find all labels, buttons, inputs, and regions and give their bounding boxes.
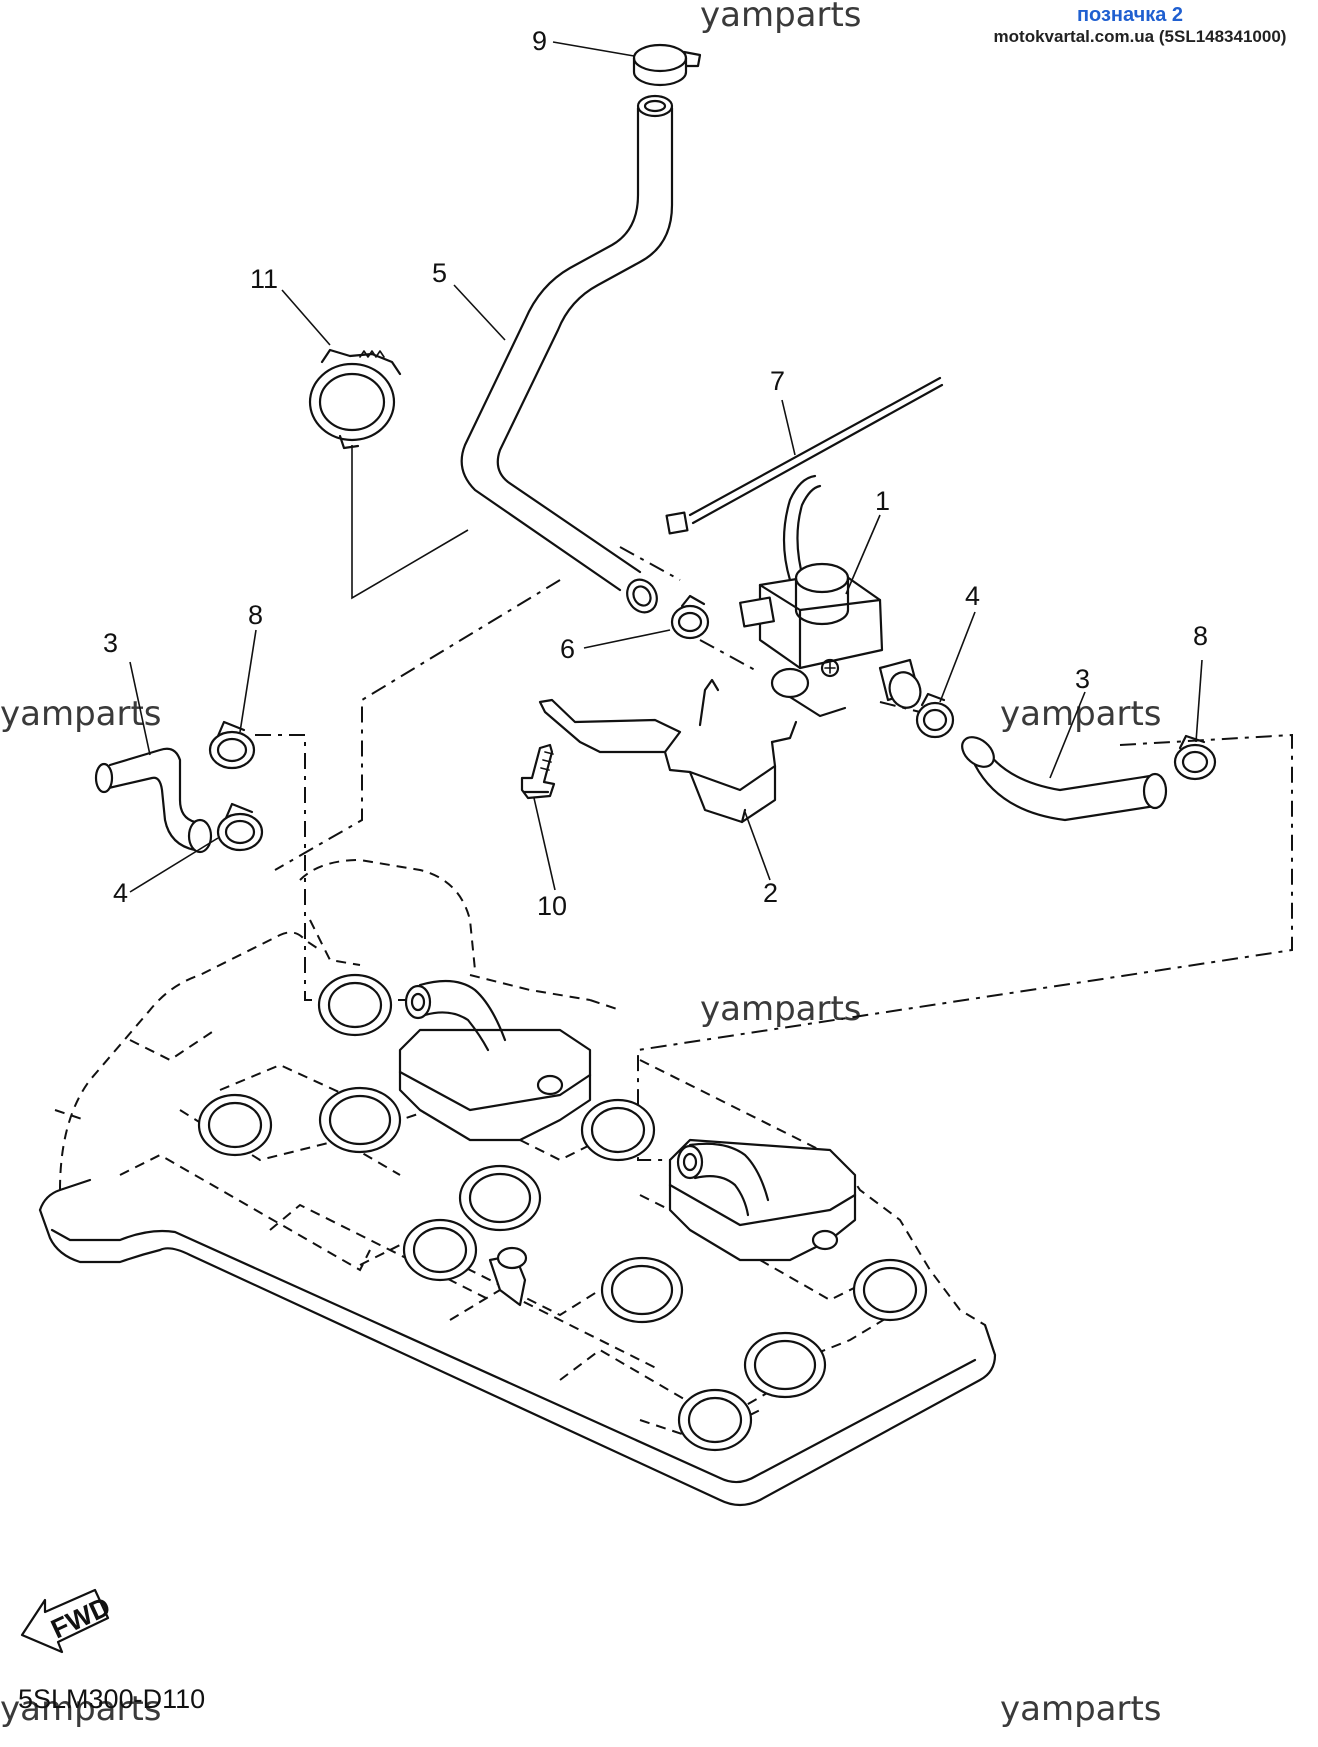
part-1-air-cut-valve — [739, 474, 922, 718]
callout-3-right: 3 — [1075, 664, 1090, 694]
watermark: yamparts — [700, 0, 862, 35]
callout-7: 7 — [770, 366, 785, 396]
part-8-hose-clip-right — [1173, 734, 1217, 781]
callout-4-left: 4 — [113, 878, 128, 908]
callout-8-left: 8 — [248, 600, 263, 630]
part-3-hose-right — [961, 736, 1168, 822]
watermark: yamparts — [0, 1689, 162, 1729]
callout-4-right: 4 — [965, 581, 980, 611]
watermark: yamparts — [1000, 694, 1162, 734]
part-4-hose-clip-left — [216, 802, 264, 852]
part-9-hose-clip — [632, 43, 702, 87]
callout-1: 1 — [875, 486, 890, 516]
callout-9: 9 — [532, 26, 547, 56]
part-10-bolt — [520, 743, 556, 800]
forward-direction-arrow: FWD — [20, 1588, 115, 1654]
callout-2: 2 — [763, 878, 778, 908]
header-site-reference: motokvartal.com.ua (5SL148341000) — [993, 27, 1287, 46]
callout-5: 5 — [432, 258, 447, 288]
part-7-cable-tie — [665, 376, 944, 535]
part-3-hose-left — [94, 747, 213, 854]
callout-8-right: 8 — [1193, 621, 1208, 651]
callout-3-left: 3 — [103, 628, 118, 658]
header-label: позначка 2 — [1076, 4, 1184, 26]
cylinder-head-cover — [38, 858, 997, 1507]
callout-numbers: 9 5 11 7 1 4 6 3 8 3 8 4 2 10 — [103, 26, 1208, 921]
callout-10: 10 — [537, 891, 567, 921]
part-6-hose-clip — [670, 594, 710, 640]
part-2-bracket — [538, 678, 798, 824]
part-8-hose-clip-left — [208, 720, 256, 770]
part-11-hose-clamp — [308, 348, 402, 450]
watermark: yamparts — [1000, 1689, 1162, 1729]
part-4-hose-clip-right — [915, 692, 955, 739]
watermark: yamparts — [0, 694, 162, 734]
assembly-lines — [255, 445, 1293, 1161]
callout-11: 11 — [250, 264, 278, 294]
watermark: yamparts — [700, 989, 862, 1029]
diagram-code: 5SLM300-D110 — [18, 1684, 205, 1714]
callout-6: 6 — [560, 634, 575, 664]
callout-leaders — [129, 41, 1203, 893]
part-5-air-hose — [460, 94, 674, 614]
